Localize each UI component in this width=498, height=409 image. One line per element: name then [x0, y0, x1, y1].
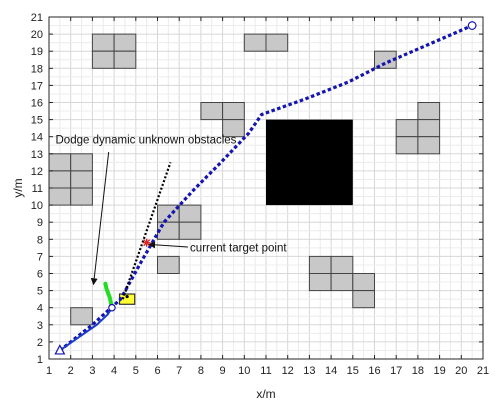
- y-tick-label: 12: [31, 166, 43, 178]
- obstacle-cell: [395, 136, 419, 155]
- x-tick-label: 1: [46, 365, 52, 377]
- x-tick-label: 17: [390, 365, 402, 377]
- obstacle-cell: [70, 307, 93, 326]
- executed-path: [59, 307, 113, 352]
- x-tick-label: 6: [154, 365, 160, 377]
- obstacle-cell: [352, 290, 375, 309]
- x-tick-label: 10: [238, 365, 250, 377]
- annotation-dodge-arrow: [90, 152, 110, 286]
- obstacle-cell: [417, 119, 441, 138]
- y-tick-label: 6: [37, 269, 43, 281]
- obstacle-cell: [395, 119, 419, 138]
- obstacle-cell: [265, 33, 289, 52]
- dynamic-obstacle-center: [125, 294, 129, 299]
- x-tick-label: 9: [220, 365, 226, 377]
- start-marker: [54, 344, 66, 355]
- obstacle-cell: [222, 119, 245, 138]
- y-tick-label: 9: [37, 217, 43, 229]
- robot-marker: [108, 303, 116, 312]
- y-tick-label: 10: [31, 200, 43, 212]
- y-tick-label: 18: [31, 63, 43, 75]
- obstacle-cell: [308, 255, 332, 274]
- x-tick-label: 4: [111, 365, 117, 377]
- x-axis-label: x/m: [256, 387, 275, 401]
- y-tick-label: 16: [31, 98, 43, 110]
- x-tick-label: 11: [260, 365, 271, 377]
- y-tick-label: 1: [37, 354, 43, 366]
- x-tick-label: 15: [347, 365, 359, 377]
- x-tick-label: 18: [412, 365, 424, 377]
- obstacle-cell: [48, 170, 72, 189]
- x-tick-label: 13: [303, 365, 315, 377]
- y-tick-label: 2: [37, 337, 43, 349]
- y-tick-label: 19: [31, 46, 43, 58]
- annotation-dodge: Dodge dynamic unknown obstacles: [56, 135, 237, 147]
- y-tick-label: 5: [37, 286, 43, 298]
- y-axis-label: y/m: [11, 178, 25, 197]
- y-tick-label: 11: [32, 183, 43, 195]
- dodge-segment: [103, 281, 114, 310]
- x-tick-label: 5: [133, 365, 139, 377]
- obstacle-cell: [91, 33, 115, 52]
- obstacle-cell: [113, 33, 137, 52]
- obstacle-cell: [48, 153, 72, 172]
- x-tick-label: 21: [477, 365, 489, 377]
- y-tick-label: 3: [37, 320, 43, 332]
- obstacle-cell: [417, 102, 441, 121]
- x-tick-label: 7: [176, 365, 182, 377]
- x-tick-label: 2: [68, 365, 74, 377]
- x-tick-label: 19: [433, 365, 445, 377]
- x-tick-label: 16: [368, 365, 380, 377]
- unknown-obstacle: [266, 119, 353, 206]
- annotation-target-arrow: [148, 241, 188, 249]
- obstacle-cell: [330, 255, 354, 274]
- goal-marker: [467, 21, 477, 30]
- x-tick-label: 8: [198, 365, 204, 377]
- obstacle-cell: [178, 204, 202, 223]
- x-tick-label: 12: [282, 365, 294, 377]
- target-marker: [142, 238, 151, 247]
- y-tick-label: 4: [37, 303, 43, 315]
- obstacle-cell: [330, 273, 354, 292]
- obstacle-cell: [157, 255, 180, 274]
- planned-path: [58, 24, 473, 352]
- y-tick-label: 17: [31, 80, 43, 92]
- dynamic-obstacle-trajectory: [121, 161, 172, 300]
- y-tick-label: 21: [31, 12, 43, 24]
- obstacle-cell: [222, 102, 245, 121]
- obstacle-cell: [70, 153, 93, 172]
- obstacle-cell: [178, 221, 202, 240]
- y-tick-label: 14: [31, 132, 43, 144]
- y-tick-label: 13: [31, 149, 43, 161]
- y-tick-label: 15: [31, 115, 43, 127]
- y-tick-label: 7: [37, 251, 43, 263]
- x-tick-label: 3: [89, 365, 95, 377]
- annotation-target: current target point: [190, 242, 287, 254]
- obstacle-cell: [70, 170, 93, 189]
- obstacle-cell: [352, 273, 375, 292]
- target-marker-stroke: [143, 239, 151, 247]
- obstacle-cell: [70, 187, 93, 206]
- x-tick-label: 14: [325, 365, 337, 377]
- obstacle-cell: [243, 33, 267, 52]
- obstacle-cell: [91, 50, 115, 69]
- y-tick-label: 8: [37, 234, 43, 246]
- x-tick-label: 20: [455, 365, 467, 377]
- obstacle-cell: [113, 50, 137, 69]
- obstacle-cell: [308, 273, 332, 292]
- obstacle-cell: [417, 136, 441, 155]
- obstacle-cell: [200, 102, 224, 121]
- obstacle-cell: [48, 187, 72, 206]
- y-tick-label: 20: [31, 29, 43, 41]
